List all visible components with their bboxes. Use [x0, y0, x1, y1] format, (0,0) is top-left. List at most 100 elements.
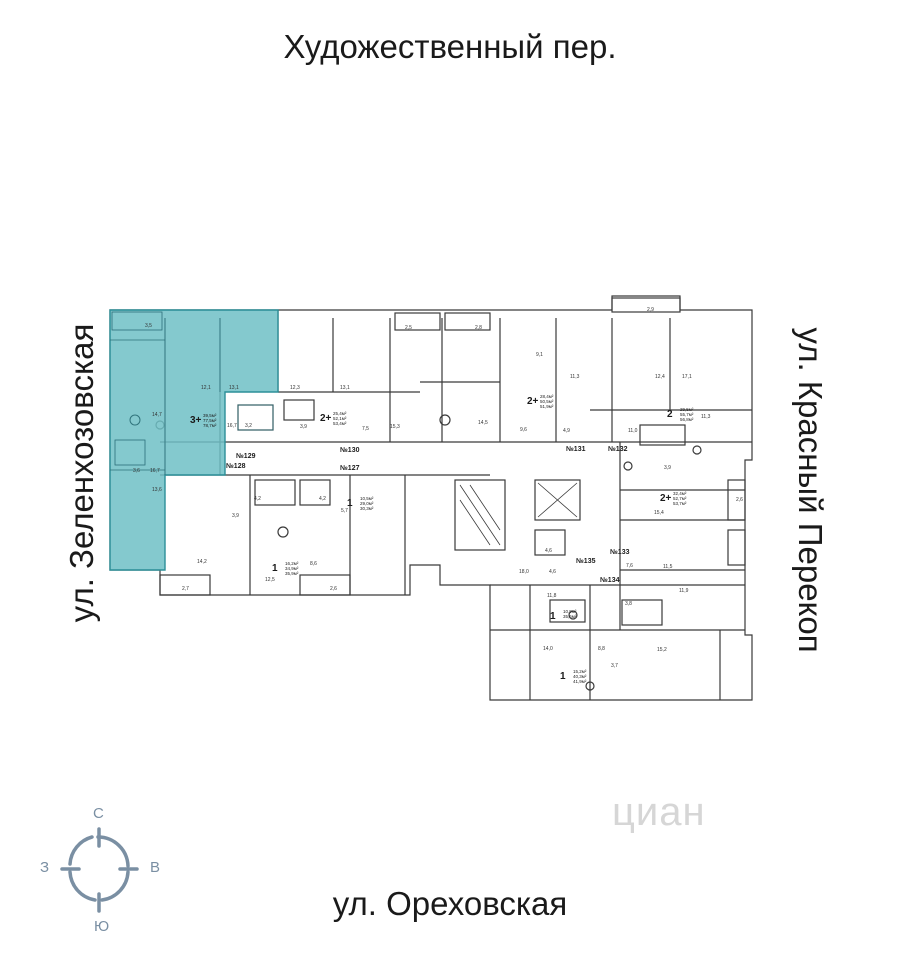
apartment-rooms: 2+	[527, 396, 539, 407]
apartment-number: №128	[226, 462, 246, 470]
apartment-area: 25,4м²	[333, 411, 347, 416]
room-area-label: 12,4	[655, 374, 665, 380]
room-area-label: 5,7	[341, 508, 348, 514]
apartment-area: 39,5м²	[203, 413, 217, 418]
apartment-area: 78,7м²	[203, 423, 217, 428]
apartment-number: №131	[566, 445, 586, 453]
apartment-area: 41,9м²	[573, 679, 587, 684]
room-area-label: 3,2	[245, 423, 252, 429]
room-area-label: 17,1	[682, 374, 692, 380]
room-area-label: 3,9	[664, 465, 671, 471]
apartment-number: №134	[600, 576, 620, 584]
compass-icon	[60, 827, 139, 913]
apartment-area: 50,5м²	[540, 399, 554, 404]
room-area-label: 3,9	[300, 424, 307, 430]
compass-south-label: Ю	[94, 918, 110, 935]
apartment-number: №135	[576, 557, 596, 565]
apartment-rooms: 1	[272, 563, 278, 574]
apartment-number: №133	[610, 548, 630, 556]
room-area-label: 8,6	[310, 561, 317, 567]
room-area-label: 2,9	[647, 307, 654, 313]
watermark-logo: циан	[612, 790, 706, 834]
apartment-area: 77,5м²	[203, 418, 217, 423]
room-area-label: 12,5	[265, 577, 275, 583]
room-area-label: 9,1	[536, 352, 543, 358]
room-area-label: 13,1	[229, 385, 239, 391]
room-area-label: 16,7	[150, 468, 160, 474]
apartment-rooms: 1	[550, 611, 556, 622]
room-area-label: 12,1	[201, 385, 211, 391]
apartment-area: 16,2м²	[285, 561, 299, 566]
apartment-area: 35,6м²	[563, 614, 577, 619]
room-area-label: 12,3	[290, 385, 300, 391]
highlighted-apartment	[109, 309, 279, 571]
apartment-area: 40,3м²	[573, 674, 587, 679]
room-area-label: 18,0	[519, 569, 529, 575]
room-area-label: 2,8	[475, 325, 482, 331]
apartment-number: №132	[608, 445, 628, 453]
room-area-label: 11,3	[570, 374, 580, 380]
room-area-label: 4,6	[545, 548, 552, 554]
apartment-area: 10,5м²	[360, 496, 374, 501]
apartment-area: 52,7м²	[673, 496, 687, 501]
room-area-label: 15,2	[657, 647, 667, 653]
apartment-area: 32,4м²	[673, 491, 687, 496]
street-label-bottom: ул. Ореховская	[332, 885, 568, 922]
room-area-label: 2,5	[405, 325, 412, 331]
apartment-area: 51,9м²	[540, 404, 554, 409]
apartment-area: 56,8м²	[680, 417, 694, 422]
room-area-label: 14,7	[152, 412, 162, 418]
room-area-label: 11,0	[628, 428, 638, 434]
lift-core	[534, 479, 581, 521]
street-label-top: Художественный пер.	[283, 28, 617, 65]
room-area-label: 3,5	[145, 323, 152, 329]
apartment-area: 53,7м²	[673, 501, 687, 506]
room-area-label: 7,5	[362, 426, 369, 432]
apartment-number: №129	[236, 452, 256, 460]
stair-core-1	[454, 479, 506, 551]
room-area-label: 4,2	[254, 496, 261, 502]
room-area-label: 2,6	[736, 497, 743, 503]
room-area-label: 3,6	[133, 468, 140, 474]
room-area-label: 14,2	[197, 559, 207, 565]
apartment-area: 55,7м²	[680, 412, 694, 417]
room-area-label: 2,6	[330, 586, 337, 592]
room-area-label: 11,3	[701, 414, 711, 420]
compass-north-label: С	[93, 805, 104, 822]
apartment-rooms: 3+	[190, 415, 202, 426]
apartment-rooms: 1	[560, 671, 566, 682]
room-area-label: 4,9	[563, 428, 570, 434]
room-area-label: 3,8	[625, 601, 632, 607]
apartment-area: 30,3м²	[360, 506, 374, 511]
apartment-area: 15,2м²	[573, 669, 587, 674]
apartment-area: 52,1м²	[333, 416, 347, 421]
apartment-area: 28,4м²	[540, 394, 554, 399]
room-area-label: 11,5	[663, 564, 673, 570]
apartment-number: №127	[340, 464, 360, 472]
room-area-label: 14,0	[543, 646, 553, 652]
room-area-label: 3,7	[611, 663, 618, 669]
apartment-rooms: 1	[347, 498, 353, 509]
apartment-area: 29,0м²	[360, 501, 374, 506]
room-area-label: 3,9	[232, 513, 239, 519]
room-area-label: 2,7	[182, 586, 189, 592]
room-area-label: 15,4	[654, 510, 664, 516]
room-area-label: 4,2	[319, 496, 326, 502]
apartment-area: 29,5м²	[680, 407, 694, 412]
room-area-label: 11,8	[547, 593, 557, 599]
compass-east-label: В	[150, 859, 161, 876]
apartment-rooms: 2	[667, 409, 673, 420]
apartment-area: 35,9м²	[285, 571, 299, 576]
room-area-label: 7,6	[626, 563, 633, 569]
room-area-label: 4,6	[549, 569, 556, 575]
room-area-label: 13,6	[152, 487, 162, 493]
room-area-label: 16,7	[227, 423, 237, 429]
apartment-area: 53,4м²	[333, 421, 347, 426]
room-area-label: 15,3	[390, 424, 400, 430]
compass-west-label: З	[40, 859, 50, 876]
apartment-rooms: 2+	[320, 413, 332, 424]
room-area-label: 14,5	[478, 420, 488, 426]
apartment-rooms: 2+	[660, 493, 672, 504]
room-area-label: 11,9	[679, 588, 689, 594]
